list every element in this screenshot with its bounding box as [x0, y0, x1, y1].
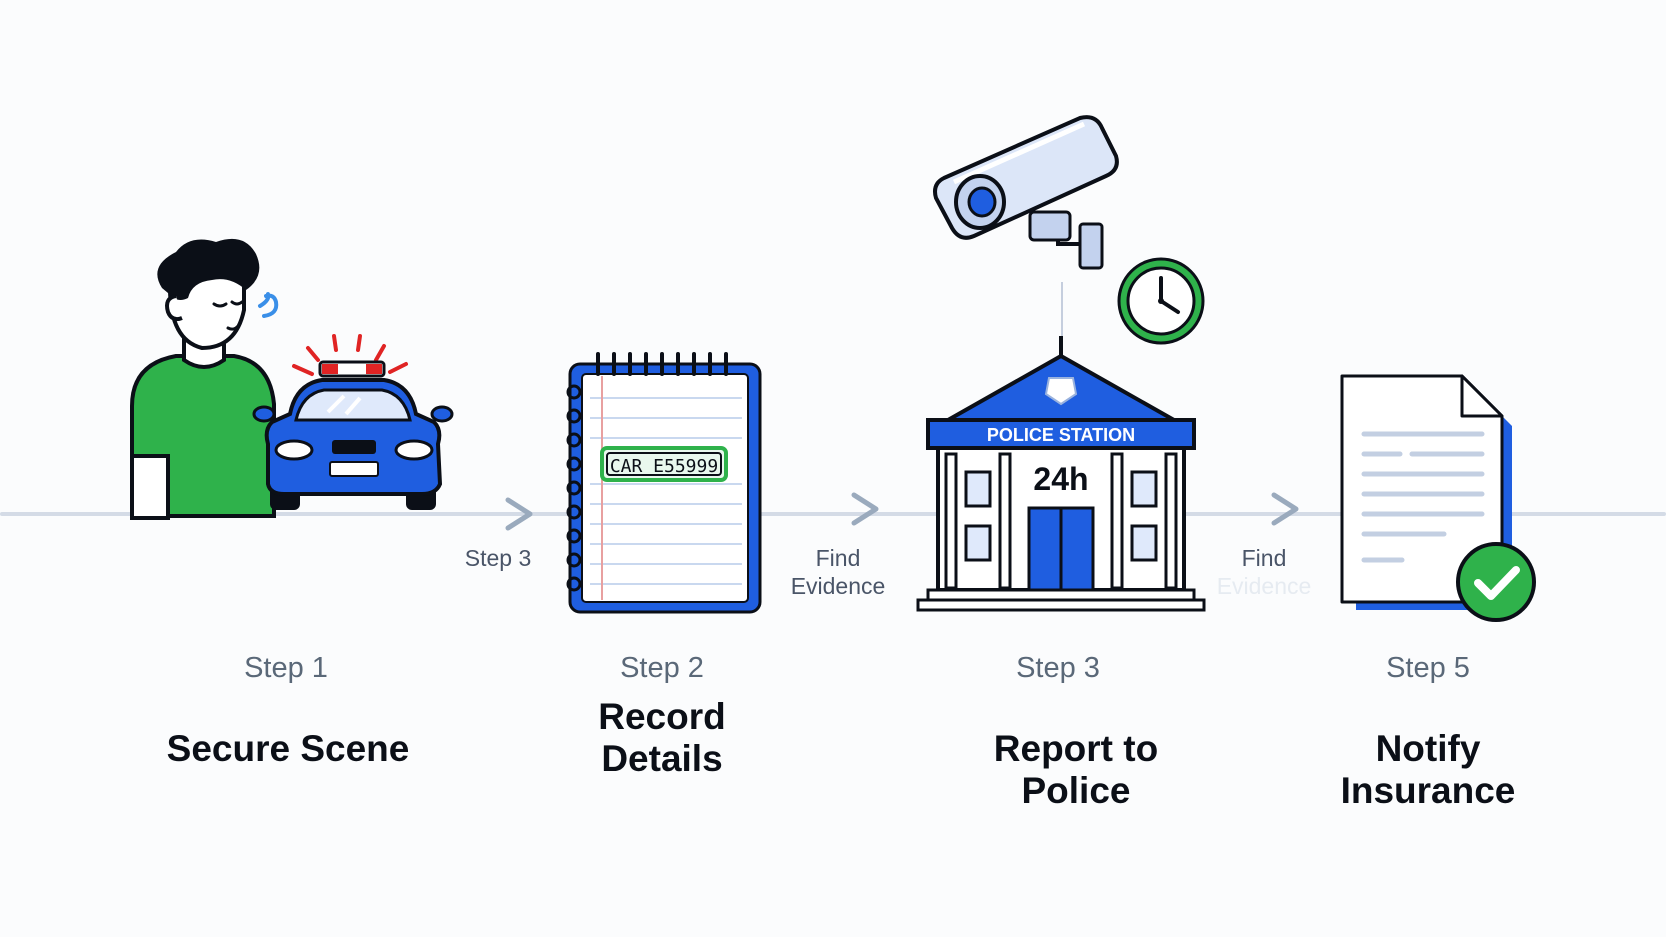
antenna-line [1061, 282, 1063, 336]
police-station-icon: POLICE STATION 24h [916, 336, 1206, 612]
arrow-right-icon [505, 497, 533, 531]
step-title: Record Details [502, 696, 822, 780]
connector-label: Find Evidence [768, 544, 908, 600]
person-icon [130, 238, 279, 520]
connector-label: Find Evidence [1194, 544, 1334, 600]
step-title-line: Insurance [1340, 770, 1516, 811]
station-sign-text: POLICE STATION [987, 425, 1135, 445]
step-label: Step 2 [620, 652, 704, 684]
police-car-icon [252, 334, 454, 510]
step-title-line: Notify [1375, 728, 1481, 769]
document-icon [1340, 374, 1512, 610]
station-hours-text: 24h [1033, 461, 1088, 497]
connector-label-line: Step 3 [464, 545, 532, 571]
step-title: Report to Police [916, 728, 1236, 812]
step-label: Step 3 [1016, 652, 1100, 684]
connector-label: Step 3 [428, 544, 568, 572]
connector-label-line: Find [1241, 545, 1287, 571]
step-label: Step 1 [244, 652, 328, 684]
step-title-line: Details [601, 738, 723, 779]
notebook-icon: CAR E55999 [566, 352, 762, 614]
connector-label-line: Evidence [790, 573, 886, 599]
arrow-right-icon [851, 492, 879, 526]
timeline-line [0, 512, 1666, 516]
connector-label-line: Evidence [1216, 573, 1312, 599]
step-title-line: Report to [993, 728, 1159, 769]
plate-text: CAR E55999 [610, 456, 718, 477]
checkmark-icon [1456, 542, 1536, 622]
step-title-line: Record [598, 696, 726, 737]
step-title: Notify Insurance [1268, 728, 1588, 812]
step-title-line: Secure Scene [166, 728, 410, 769]
step-title: Secure Scene [128, 728, 448, 770]
arrow-right-icon [1271, 492, 1299, 526]
connector-label-line: Find [815, 545, 861, 571]
cctv-camera-icon [933, 115, 1119, 270]
step-title-line: Police [1021, 770, 1131, 811]
clock-icon [1117, 257, 1205, 345]
step-label: Step 5 [1386, 652, 1470, 684]
